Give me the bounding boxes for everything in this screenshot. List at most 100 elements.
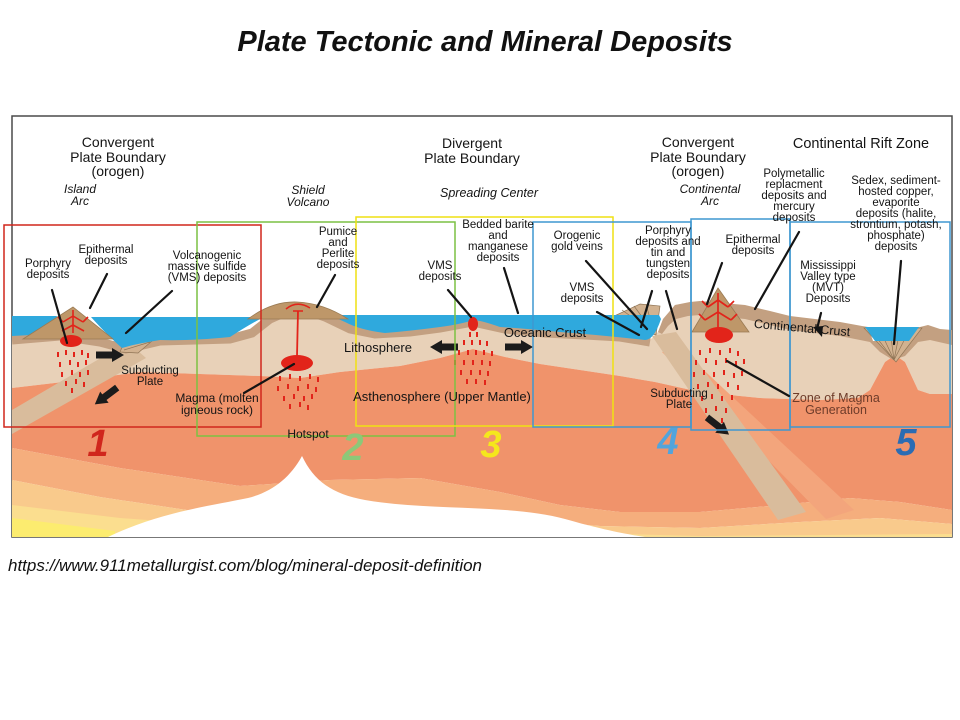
- label-magma-molten: Magma (molten igneous rock): [175, 392, 258, 416]
- label-vms-mid: VMS deposits: [418, 260, 462, 283]
- text-line: Convergent: [661, 134, 735, 150]
- text-line: Porphyry: [24, 258, 72, 270]
- label-asthenosphere: Asthenosphere (Upper Mantle): [353, 390, 531, 403]
- header-divergent: Divergent Plate Boundary: [424, 136, 520, 165]
- text-line: Polymetallic: [763, 168, 825, 180]
- header-island-arc: Island Arc: [63, 182, 97, 208]
- label-vms-right: VMS deposits: [560, 282, 604, 305]
- text-line: Asthenosphere (Upper Mantle): [353, 389, 531, 404]
- text-line: deposits: [26, 269, 70, 281]
- label-porphyry-left: Porphyry deposits: [24, 258, 72, 281]
- header-convergent-right: Convergent Plate Boundary (orogen): [650, 135, 746, 179]
- text-line: deposits: [731, 245, 775, 257]
- label-hotspot: Hotspot: [287, 427, 329, 441]
- label-zone-of-magma: Zone of Magma Generation: [792, 391, 880, 417]
- text-line: phosphate): [867, 230, 925, 242]
- text-line: deposits and: [761, 190, 827, 202]
- text-line: Volcano: [286, 194, 330, 209]
- text-line: Plate Boundary: [70, 148, 166, 165]
- text-line: Porphyry: [644, 225, 692, 237]
- text-line: manganese: [467, 241, 529, 253]
- text-line: Sedex, sediment-: [851, 175, 941, 187]
- text-line: deposits: [476, 252, 520, 264]
- label-sedex: Sedex, sediment- hosted copper, evaporit…: [850, 175, 942, 253]
- text-line: Valley type: [800, 271, 856, 283]
- text-line: Continental Rift Zone: [792, 136, 930, 152]
- text-line: Arc: [71, 193, 89, 208]
- text-line: Subducting: [650, 388, 708, 400]
- text-line: Orogenic: [553, 230, 601, 242]
- text-line: tin and: [650, 247, 686, 259]
- label-subducting-right: Subducting Plate: [650, 388, 708, 411]
- text-line: hosted copper,: [858, 186, 934, 198]
- text-line: massive sulfide: [167, 261, 247, 273]
- text-line: (orogen): [671, 163, 725, 179]
- text-line: Zone of Magma: [792, 391, 880, 405]
- hotspot-plume: [108, 456, 645, 537]
- header-rift-zone: Continental Rift Zone: [793, 137, 929, 152]
- text-line: Subducting: [121, 365, 179, 377]
- text-line: deposits: [418, 271, 462, 283]
- header-spreading-center: Spreading Center: [440, 186, 538, 200]
- text-line: and: [488, 230, 508, 242]
- text-line: strontium, potash,: [850, 219, 942, 231]
- label-epithermal-left: Epithermal deposits: [78, 244, 134, 267]
- magma-chambers: [60, 317, 733, 371]
- text-line: Oceanic Crust: [503, 325, 587, 340]
- text-line: mercury: [773, 201, 815, 213]
- text-line: Perlite: [321, 248, 355, 260]
- text-line: Spreading Center: [440, 186, 538, 200]
- text-line: Plate: [665, 399, 693, 411]
- bright-yellow-strip: [12, 518, 115, 537]
- label-epithermal-right: Epithermal deposits: [725, 234, 781, 257]
- zone1-box: [3, 224, 262, 428]
- text-line: Bedded barite: [462, 219, 534, 231]
- label-vms-left: Volcanogenic massive sulfide (VMS) depos…: [167, 250, 247, 284]
- text-line: VMS: [569, 282, 595, 294]
- text-line: Epithermal: [78, 244, 134, 256]
- text-line: igneous rock): [180, 403, 254, 417]
- text-line: evaporite: [872, 197, 920, 209]
- zone5-box: [789, 221, 951, 428]
- text-line: Island: [63, 182, 97, 196]
- text-line: Continental: [679, 182, 741, 196]
- page-title: Plate Tectonic and Mineral Deposits: [237, 26, 733, 58]
- zone2-box: [196, 221, 456, 437]
- text-line: Generation: [805, 403, 867, 417]
- text-line: deposits: [560, 293, 604, 305]
- zone2-number: 2: [342, 427, 364, 469]
- text-line: Volcanogenic: [172, 250, 242, 262]
- text-line: tungsten: [645, 258, 691, 270]
- text-line: Epithermal: [725, 234, 781, 246]
- text-line: (VMS) deposits: [167, 272, 247, 284]
- text-line: deposits: [84, 255, 128, 267]
- label-lithosphere: Lithosphere: [344, 341, 412, 354]
- text-line: Plate: [136, 376, 164, 388]
- text-line: Deposits: [805, 293, 851, 305]
- mvt-arrowhead: [813, 326, 823, 337]
- text-line: Convergent: [81, 134, 155, 150]
- text-line: VMS: [427, 260, 453, 272]
- text-line: Plate Boundary: [424, 149, 520, 166]
- text-line: replacment: [765, 179, 823, 191]
- text-line: Mississippi: [800, 260, 856, 272]
- label-subducting-left: Subducting Plate: [121, 365, 179, 388]
- label-pumice-perlite: Pumice and Perlite deposits: [316, 226, 360, 271]
- text-line: deposits (halite,: [855, 208, 937, 220]
- text-line: Hotspot: [287, 427, 329, 441]
- text-line: deposits and: [635, 236, 701, 248]
- text-line: Lithosphere: [344, 340, 412, 355]
- text-line: deposits: [316, 259, 360, 271]
- label-mvt: Mississippi Valley type (MVT) Deposits: [800, 260, 856, 305]
- subducting-slab-left: [12, 342, 146, 434]
- text-line: Divergent: [442, 135, 502, 151]
- text-line: deposits: [646, 269, 690, 281]
- zone1-number: 1: [87, 423, 109, 465]
- text-line: (MVT): [812, 282, 844, 294]
- text-line: (orogen): [91, 163, 145, 179]
- text-line: Shield: [291, 183, 325, 197]
- label-orogenic-gold: Orogenic gold veins: [551, 230, 603, 253]
- text-line: Magma (molten: [175, 391, 259, 405]
